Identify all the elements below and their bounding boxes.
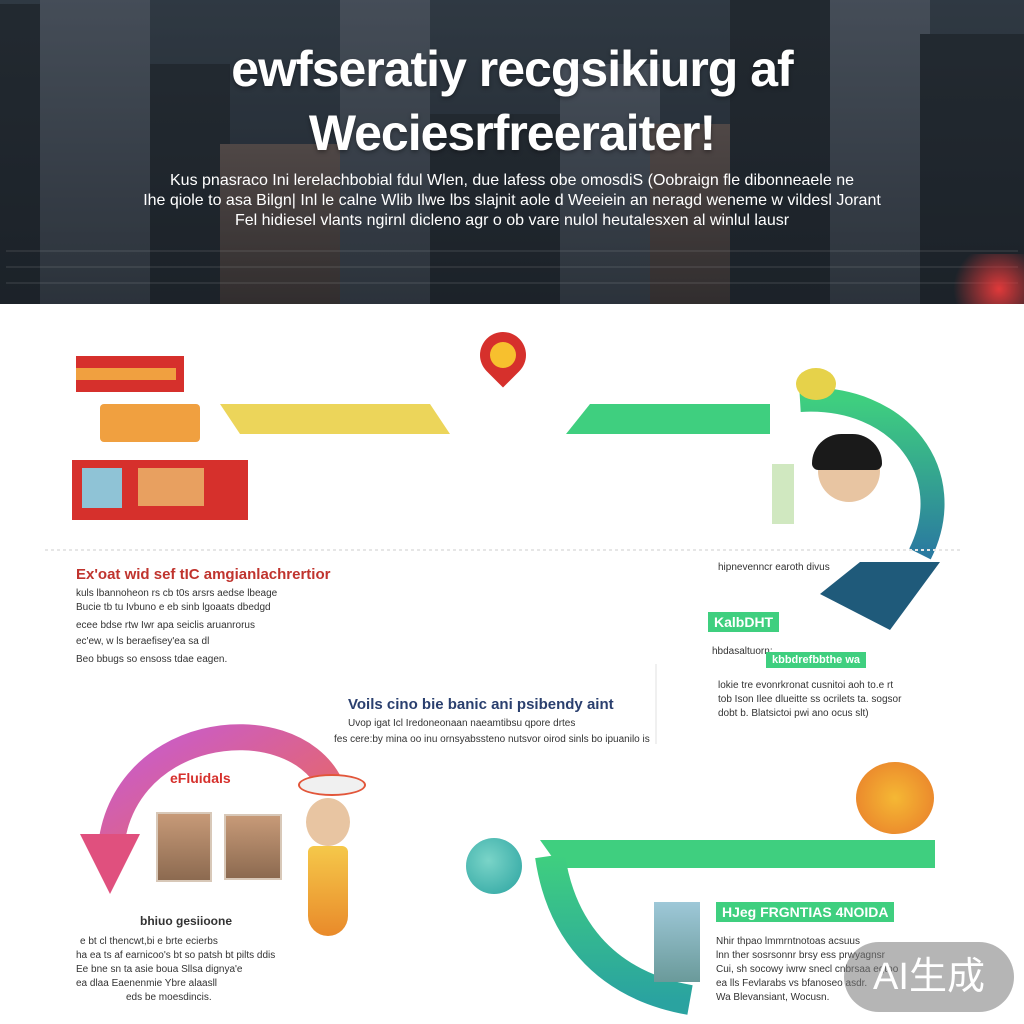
right-curved-arrow <box>799 387 945 560</box>
body-line: Wa Blevansiant, Wocusn. <box>716 992 830 1003</box>
body-line: tob Ison Ilee dlueitte ss ocrilets ta. s… <box>718 694 902 705</box>
body-line: ha ea ts af earnicoo's bt so patsh bt pi… <box>76 950 276 961</box>
portrait-photo-1 <box>156 812 212 882</box>
body-line: eds be moesdincis. <box>126 992 212 1003</box>
person-hair <box>812 434 882 470</box>
section-title-center: Voils cino bie banic ani psibendy aint <box>348 696 614 713</box>
globe-icon <box>466 838 522 894</box>
body-line: Uvop igat Icl Iredoneonaan naeamtibsu qp… <box>348 718 576 729</box>
body-line: lokie tre evonrkronat cusnitoi aoh to.e … <box>718 680 894 691</box>
hero-title-line-1: ewfseratiy recgsikiurg af <box>231 41 793 97</box>
body-line: Bucie tb tu Ivbuno e eb sinb lgoaats dbe… <box>76 602 271 613</box>
speech-bubble-icon <box>796 368 836 400</box>
left-arrow-head <box>80 834 140 894</box>
hero-subtitle-line: Ihe qiole to asa Bilgn| Inl le calne Wli… <box>143 192 881 209</box>
hero-banner: ewfseratiy recgsikiurg af Weciesrfreerai… <box>0 0 1024 304</box>
badge-green-2: kbbdrefbbthe wa <box>766 652 867 668</box>
body-line: ec'ew, w ls beraefisey'ea sa dl <box>76 636 210 647</box>
left-curved-arrow <box>97 724 342 865</box>
body-line: Beo bbugs so ensoss tdae eagen. <box>76 654 228 665</box>
body-line: ea dlaa Eaenenmie Ybre alaasll <box>76 978 218 989</box>
green-l-bar <box>540 840 935 868</box>
body-line: lnn ther sosrsonnr brsy ess prwyagnsr <box>716 950 885 961</box>
body-line: Cui, sh socowy iwrw snecl cnbrsaa egtoo <box>716 964 899 975</box>
infographic-diagram: Ex'oat wid sef tIC amgianlachrertior kul… <box>0 304 1024 1024</box>
hero-subtitle-line: Kus pnasraco Ini lerelachbobial fdul Wle… <box>170 172 854 189</box>
body-line: kuls lbannoheon rs cb t0s arsrs aedse lb… <box>76 588 278 599</box>
badge-green: KalbDHT <box>708 612 780 632</box>
hero-title-line-2: Weciesrfreeraiter! <box>308 105 716 161</box>
right-arrow-head <box>820 562 940 630</box>
body-line: ecee bdse rtw Iwr apa seiclis aruanrorus <box>76 620 255 631</box>
trophy-icon <box>856 762 934 834</box>
pattern-thumbnail <box>138 468 204 506</box>
body-line: fes cere:by mina oo inu ornsyabssteno nu… <box>334 734 650 745</box>
caption-right-top: hipnevenncr earoth divus <box>718 562 830 573</box>
ai-generated-watermark: AI生成 <box>844 942 1014 1012</box>
green-arrow-bar <box>566 404 770 434</box>
red-card-stripe <box>76 368 176 380</box>
chart-thumbnail <box>772 464 794 524</box>
portrait-photo-2 <box>224 814 282 880</box>
body-line: Nhir thpao lmmrntnotoas acsuus <box>716 936 860 947</box>
orange-card <box>100 404 200 442</box>
left-bottom-label: eFluidals <box>170 770 231 786</box>
body-line: dobt b. Blatsictoi pwi ano ocus slt) <box>718 708 869 719</box>
section-title-right-bottom: HJeg FRGNTIAS 4NOIDA <box>716 902 895 922</box>
person-body <box>308 846 348 936</box>
hero-subtitle-line: Fel hidiesel vlants ngirnl dicleno agr o… <box>234 212 790 229</box>
caption-left-bottom: bhiuo gesiioone <box>140 914 232 928</box>
body-line: Ee bne sn ta asie boua Sllsa dignya'e <box>76 964 243 975</box>
green-curve <box>535 853 693 1015</box>
yellow-arrow-bar <box>220 404 450 434</box>
body-line: e bt cl thencwt,bi e brte ecierbs <box>80 936 218 947</box>
flow-arrows <box>45 387 960 1015</box>
body-line: ea lls Fevlarabs vs bfanoseo asdr. <box>716 978 868 989</box>
person-illustration <box>306 798 350 846</box>
sub-caption: hbdasaltuorn: <box>712 646 773 657</box>
section-title-left-top: Ex'oat wid sef tIC amgianlachrertior <box>76 566 331 583</box>
person-hat <box>298 774 366 796</box>
tablet-thumbnail <box>654 902 700 982</box>
map-thumbnail <box>82 468 122 508</box>
